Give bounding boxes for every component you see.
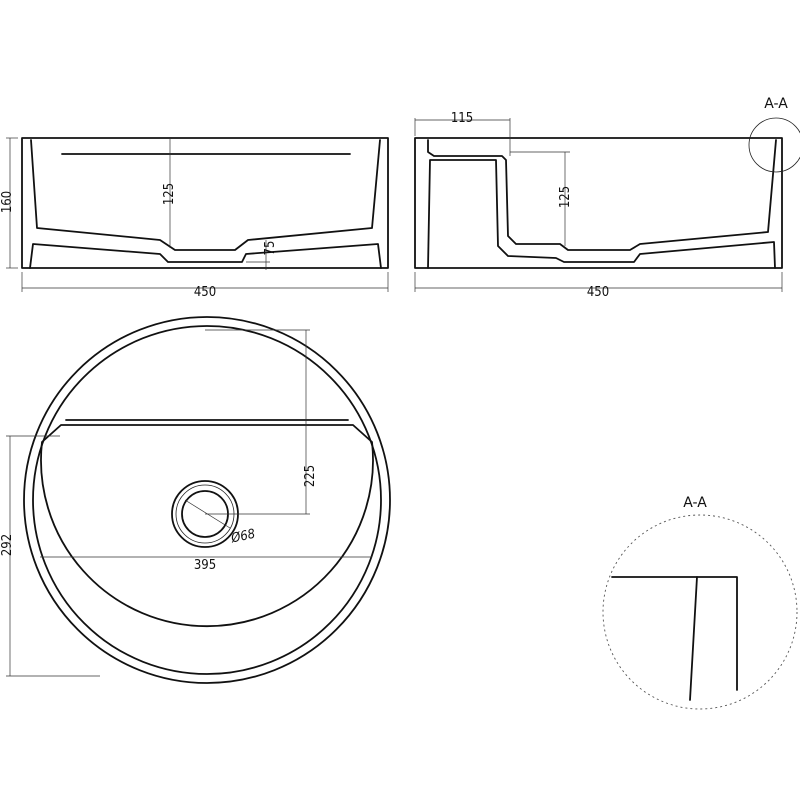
detail-wall-line — [689, 576, 698, 701]
front-outer-contour — [21, 137, 389, 269]
top-outer-rim — [23, 316, 391, 684]
section-depth-label: 125 — [558, 186, 573, 208]
top-bowl-outline — [40, 424, 374, 628]
top-drain-diameter-label: Ø68 — [229, 527, 257, 547]
front-base-drain — [29, 243, 382, 269]
front-height-label: 160 — [0, 191, 15, 213]
detail-view: A-A — [602, 495, 798, 710]
front-inner-bowl — [30, 139, 381, 251]
detail-ref-circle — [748, 117, 800, 173]
section-base-drain — [427, 159, 776, 269]
front-depth-label: 125 — [162, 183, 177, 205]
top-bowl-width-label: 395 — [194, 558, 216, 573]
section-view: 115 125 450 A-A — [414, 96, 800, 300]
front-drain-label: 75 — [263, 241, 278, 256]
section-inner-bowl — [427, 139, 777, 251]
section-width-label: 450 — [587, 285, 609, 300]
detail-circle — [602, 514, 798, 710]
front-width-label: 450 — [194, 285, 216, 300]
detail-outline — [611, 576, 738, 691]
top-view: 225 Ø68 395 292 — [0, 316, 391, 684]
section-shelf-label: 115 — [451, 111, 473, 126]
top-bowl-depth-label: 292 — [0, 534, 15, 556]
section-outer-contour — [414, 137, 783, 269]
detail-title: A-A — [683, 495, 707, 511]
front-view: 160 450 125 75 — [0, 137, 389, 300]
top-inner-rim — [32, 325, 382, 675]
detail-ref-label: A-A — [764, 96, 788, 112]
top-drain-offset-label: 225 — [303, 465, 318, 487]
